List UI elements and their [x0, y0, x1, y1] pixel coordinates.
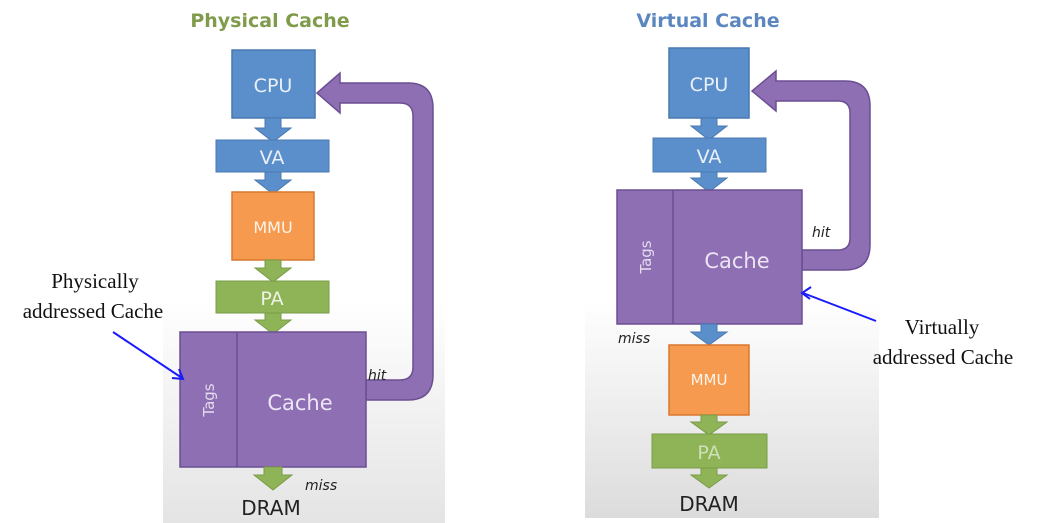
arrow-cpu-to-va [689, 117, 729, 141]
annotation-pointer-arrow [800, 286, 877, 322]
va-label: VA [697, 146, 722, 168]
miss-label: miss [618, 331, 650, 347]
cache-label: Cache [267, 391, 332, 415]
cache-box [616, 189, 803, 325]
physical-cache-diagram: Physical Cache CPU VA MMU PA Tags Cache … [23, 10, 445, 523]
dram-label: DRAM [241, 496, 300, 520]
arrow-pa-to-dram [689, 467, 729, 489]
arrow-mmu-to-pa [253, 259, 293, 283]
cpu-box [668, 47, 750, 119]
va-box [652, 137, 767, 173]
mmu-box [668, 344, 750, 416]
hit-return-arrow [315, 71, 434, 401]
arrow-pa-to-cache [253, 312, 293, 335]
virtual-cache-diagram: Virtual Cache CPU VA Tags Cache hit miss… [585, 10, 1013, 518]
diagram-title: Physical Cache [190, 10, 349, 32]
arrow-cache-to-mmu [689, 323, 729, 346]
va-box [215, 139, 330, 173]
hit-return-arrow [750, 69, 871, 271]
arrow-mmu-to-pa [689, 414, 729, 436]
hit-label: hit [812, 225, 831, 241]
annotation-pointer-arrow [112, 331, 185, 381]
annotation-line-2: addressed Cache [873, 345, 1014, 369]
cache-box [179, 331, 367, 468]
hit-label: hit [368, 368, 387, 384]
pa-box [651, 433, 768, 469]
dram-label: DRAM [679, 492, 738, 516]
diagram-title: Virtual Cache [636, 10, 779, 32]
pa-label: PA [697, 442, 720, 464]
cache-label: Cache [704, 249, 769, 273]
cpu-label: CPU [690, 74, 729, 96]
annotation-line-1: Virtually [905, 315, 980, 339]
cpu-box [231, 49, 316, 119]
miss-label: miss [305, 478, 337, 494]
mmu-label: MMU [691, 371, 728, 389]
cpu-label: CPU [254, 75, 293, 97]
mmu-label: MMU [253, 218, 292, 237]
arrow-va-to-cache [689, 171, 729, 193]
arrow-cache-to-dram [252, 466, 294, 491]
pa-label: PA [260, 288, 283, 310]
arrow-va-to-mmu [253, 171, 293, 195]
arrow-cpu-to-va [253, 117, 293, 143]
tags-label: Tags [637, 240, 655, 274]
va-label: VA [260, 147, 285, 169]
annotation-line-2: addressed Cache [23, 299, 164, 323]
tags-label: Tags [200, 383, 218, 417]
annotation-line-1: Physically [51, 269, 139, 293]
